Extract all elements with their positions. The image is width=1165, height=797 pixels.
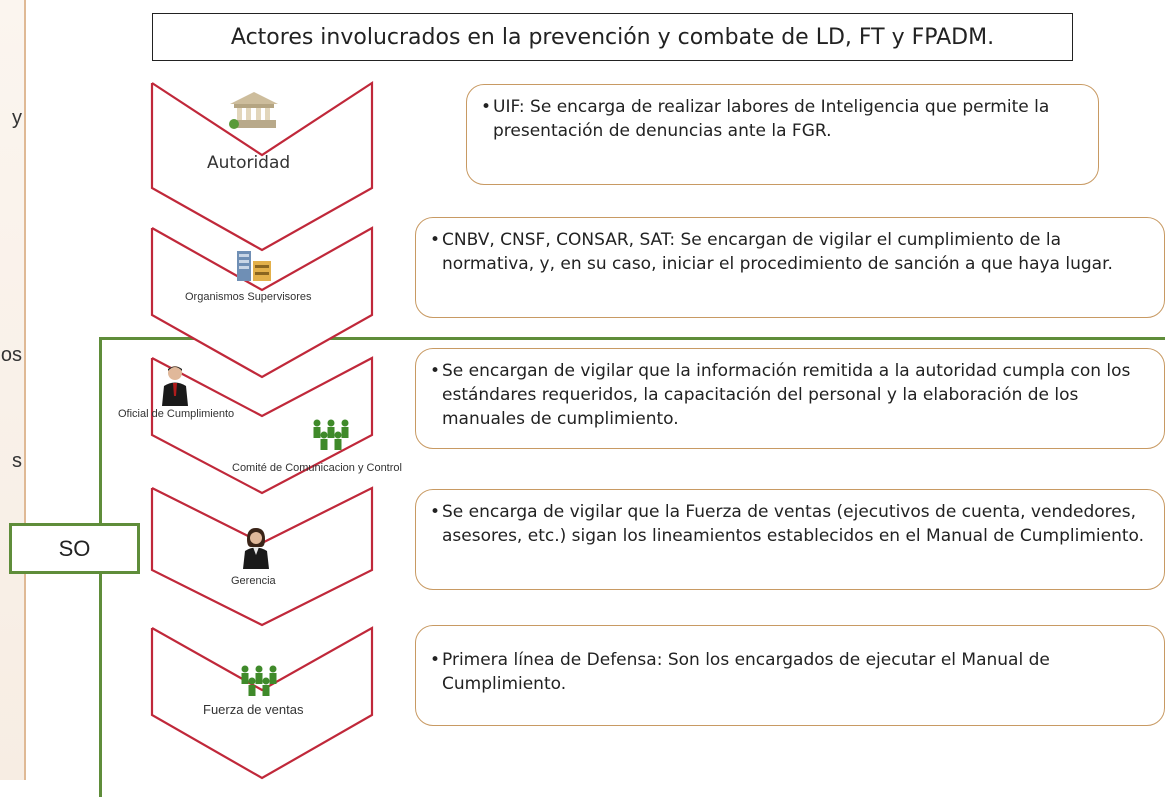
chevron-3 <box>150 356 374 495</box>
actor-label-autoridad: Autoridad <box>207 153 291 173</box>
description-text: CNBV, CNSF, CONSAR, SAT: Se encargan de … <box>442 230 1113 274</box>
description-box-fuerza: •Primera línea de Defensa: Son los encar… <box>415 625 1165 726</box>
description-box-organismos: •CNBV, CNSF, CONSAR, SAT: Se encargan de… <box>415 217 1165 318</box>
description-box-gerencia: •Se encarga de vigilar que la Fuerza de … <box>415 489 1165 590</box>
left-side-panel <box>0 0 24 780</box>
chevron-1 <box>150 80 374 252</box>
description-text: Se encarga de vigilar que la Fuerza de v… <box>442 502 1145 546</box>
description-text: UIF: Se encarga de realizar labores de I… <box>493 97 1050 141</box>
left-divider-line <box>24 0 26 780</box>
side-text-3: s <box>12 450 22 472</box>
government-building-icon <box>229 92 278 129</box>
actor-label-gerencia: Gerencia <box>231 575 276 587</box>
diagram-title: Actores involucrados en la prevención y … <box>152 13 1073 61</box>
businesswoman-icon <box>243 528 269 569</box>
people-group-icon <box>313 419 349 450</box>
chevron-5 <box>150 626 374 780</box>
so-label-box: SO <box>9 523 140 574</box>
actor-label-organismos: Organismos Supervisores <box>185 291 312 303</box>
people-group-icon <box>241 665 277 696</box>
chevron-flow <box>150 80 374 780</box>
server-building-icon <box>237 251 271 281</box>
description-text: Primera línea de Defensa: Son los encarg… <box>442 650 1050 694</box>
side-text-1: y <box>12 107 22 129</box>
chevron-2 <box>150 226 374 379</box>
actor-label-oficial: Oficial de Cumplimiento <box>118 408 235 420</box>
actor-label-comite: Comité de Comunicacion y Control <box>232 462 402 474</box>
description-box-oficial: •Se encargan de vigilar que la informaci… <box>415 348 1165 449</box>
description-text: Se encargan de vigilar que la informació… <box>442 361 1131 429</box>
businessman-icon <box>162 366 188 406</box>
side-text-2: os <box>0 344 22 366</box>
actor-label-fuerza: Fuerza de ventas <box>203 702 304 717</box>
description-box-autoridad: •UIF: Se encarga de realizar labores de … <box>466 84 1099 185</box>
